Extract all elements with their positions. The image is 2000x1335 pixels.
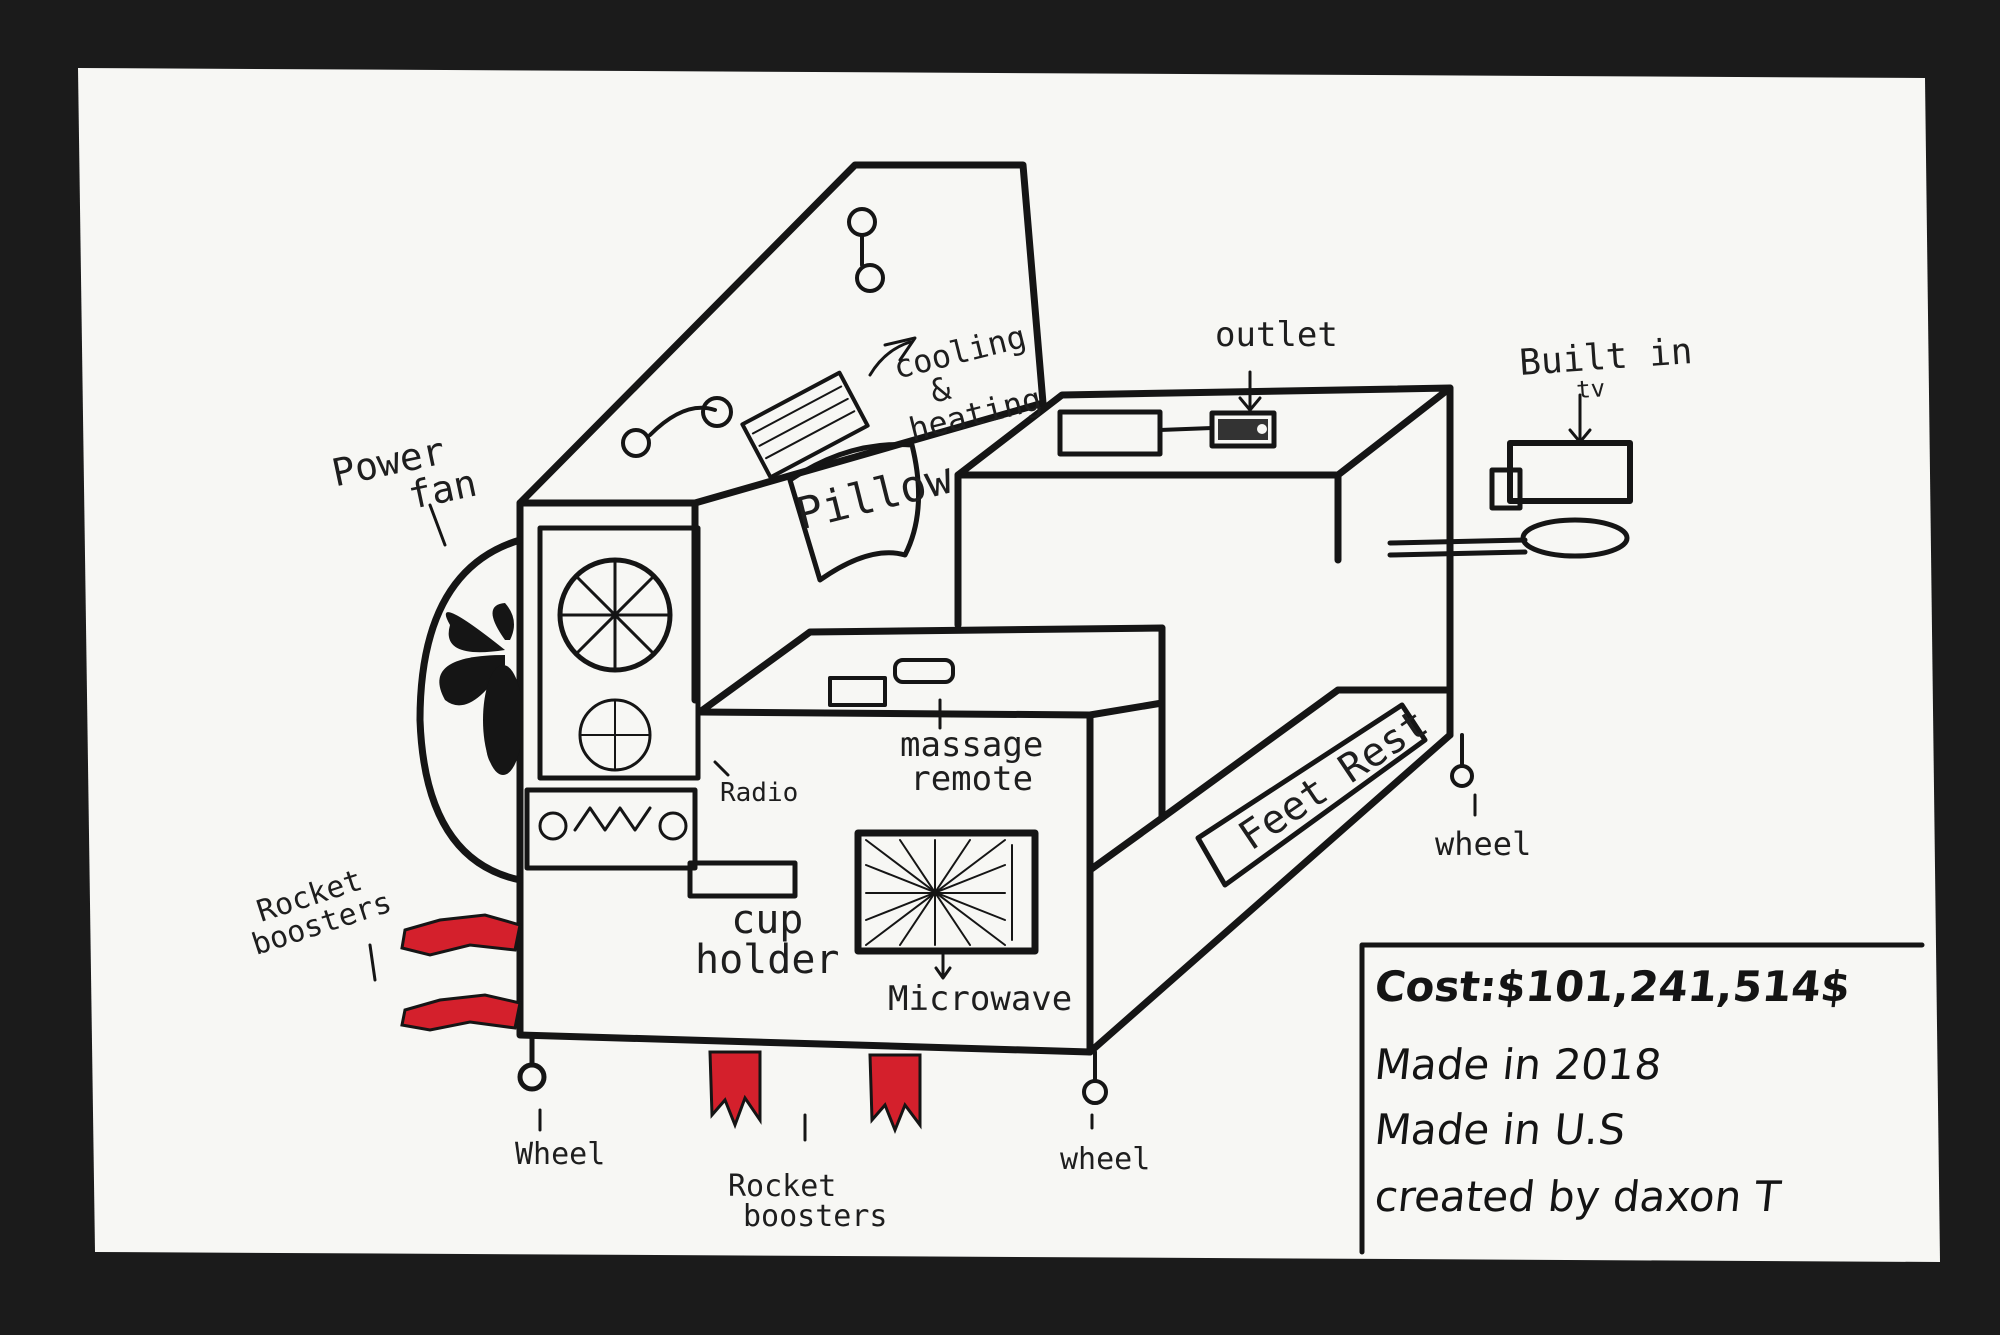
fan-box bbox=[537, 525, 701, 781]
microwave bbox=[854, 829, 1039, 955]
made-country-text: Made in U.S bbox=[1372, 1105, 1628, 1154]
pillow bbox=[787, 441, 921, 583]
front-device bbox=[828, 676, 887, 707]
created-by-text: created by daxon T bbox=[1372, 1172, 1784, 1221]
seat-remote-device bbox=[1057, 409, 1163, 457]
wheel-center-label: wheel bbox=[1060, 1142, 1151, 1177]
backrest-outline bbox=[516, 161, 1047, 507]
paper-sheet bbox=[78, 68, 1940, 1262]
rocket-booster-flames-icon bbox=[400, 913, 922, 1135]
power-fan-housing bbox=[416, 536, 524, 884]
cost-text: Cost:$101,241,514$ bbox=[1372, 962, 1853, 1011]
feet-ledge bbox=[1158, 686, 1454, 822]
radio-label: Radio bbox=[720, 778, 799, 808]
radio bbox=[524, 787, 698, 871]
info-box-frame bbox=[1359, 942, 1925, 1255]
wheel-left-label: Wheel bbox=[515, 1137, 606, 1172]
made-year-text: Made in 2018 bbox=[1372, 1040, 1664, 1089]
power-fan-blades-icon bbox=[439, 603, 523, 775]
control-panel bbox=[516, 499, 1094, 1056]
wheel-right-label: wheel bbox=[1435, 825, 1532, 863]
rocket-boosters-bottom-label: Rocket boosters bbox=[728, 1169, 888, 1234]
cup-holder-label: cup holder bbox=[695, 897, 840, 983]
cooling-vent bbox=[740, 370, 870, 480]
backrest-knob-left bbox=[621, 428, 651, 458]
microwave-label: Microwave bbox=[888, 979, 1073, 1019]
cup-holder bbox=[687, 860, 798, 899]
massage-remote-label: massage remote bbox=[900, 725, 1044, 799]
built-in-tv-label: Built in tv bbox=[1517, 331, 1694, 405]
feet-rest-panel bbox=[1195, 702, 1428, 888]
outlet-label: outlet bbox=[1215, 315, 1338, 355]
annotation-arrows bbox=[368, 336, 1592, 1142]
mid-slant bbox=[1086, 814, 1166, 874]
tv-arm bbox=[1387, 537, 1528, 546]
base-right bbox=[1086, 731, 1454, 1056]
